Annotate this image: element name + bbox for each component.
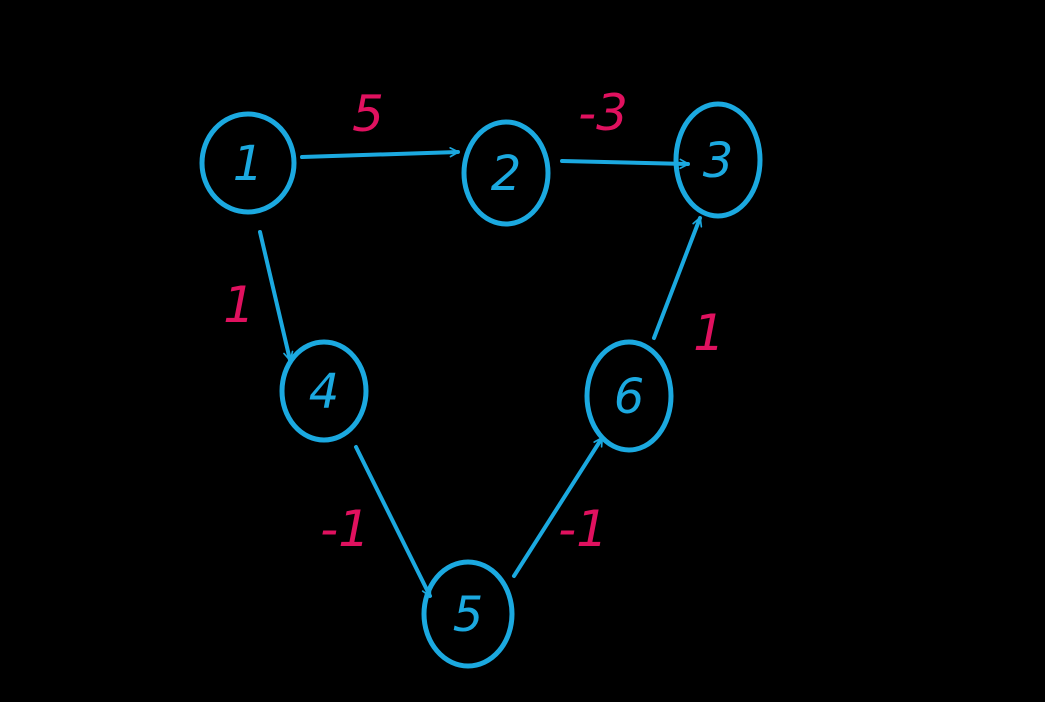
node-5-circle: [421, 559, 515, 669]
node-2-label: 2: [491, 146, 522, 202]
node-3-circle: [673, 101, 763, 219]
node-4-circle: [279, 339, 369, 443]
node-2: 2: [461, 119, 551, 227]
node-6-circle: [584, 339, 674, 453]
edge-1-2-weight: 5: [352, 85, 384, 143]
edge-2-3-arrow: [560, 158, 690, 170]
nodes-layer: 1 2 3 4 5 6: [199, 101, 763, 669]
node-3: 3: [673, 101, 763, 219]
edge-5-6-arrow: [512, 436, 604, 578]
edge-1-2-arrow: [300, 147, 460, 159]
node-6-label: 6: [614, 369, 645, 425]
edge-1-4-arrow: [258, 230, 294, 362]
node-4-label: 4: [309, 364, 340, 420]
node-5: 5: [421, 559, 515, 669]
edge-2-3-weight: -3: [578, 84, 628, 142]
edge-1-4-weight: 1: [223, 276, 255, 334]
weights-layer: 5 -3 1 -1 -1 1: [223, 84, 725, 558]
node-5-label: 5: [453, 587, 484, 643]
edge-6-3-arrow: [652, 216, 703, 340]
edge-6-3-weight: 1: [693, 304, 725, 362]
node-1: 1: [199, 111, 297, 215]
node-4: 4: [279, 339, 369, 443]
node-1-circle: [199, 111, 297, 215]
edges-layer: [258, 147, 703, 598]
node-1-label: 1: [233, 136, 264, 192]
node-6: 6: [584, 339, 674, 453]
node-3-label: 3: [703, 133, 734, 189]
node-2-circle: [461, 119, 551, 227]
edge-5-6-weight: -1: [558, 500, 608, 558]
edge-4-5-arrow: [354, 445, 432, 598]
edge-4-5-weight: -1: [320, 500, 370, 558]
